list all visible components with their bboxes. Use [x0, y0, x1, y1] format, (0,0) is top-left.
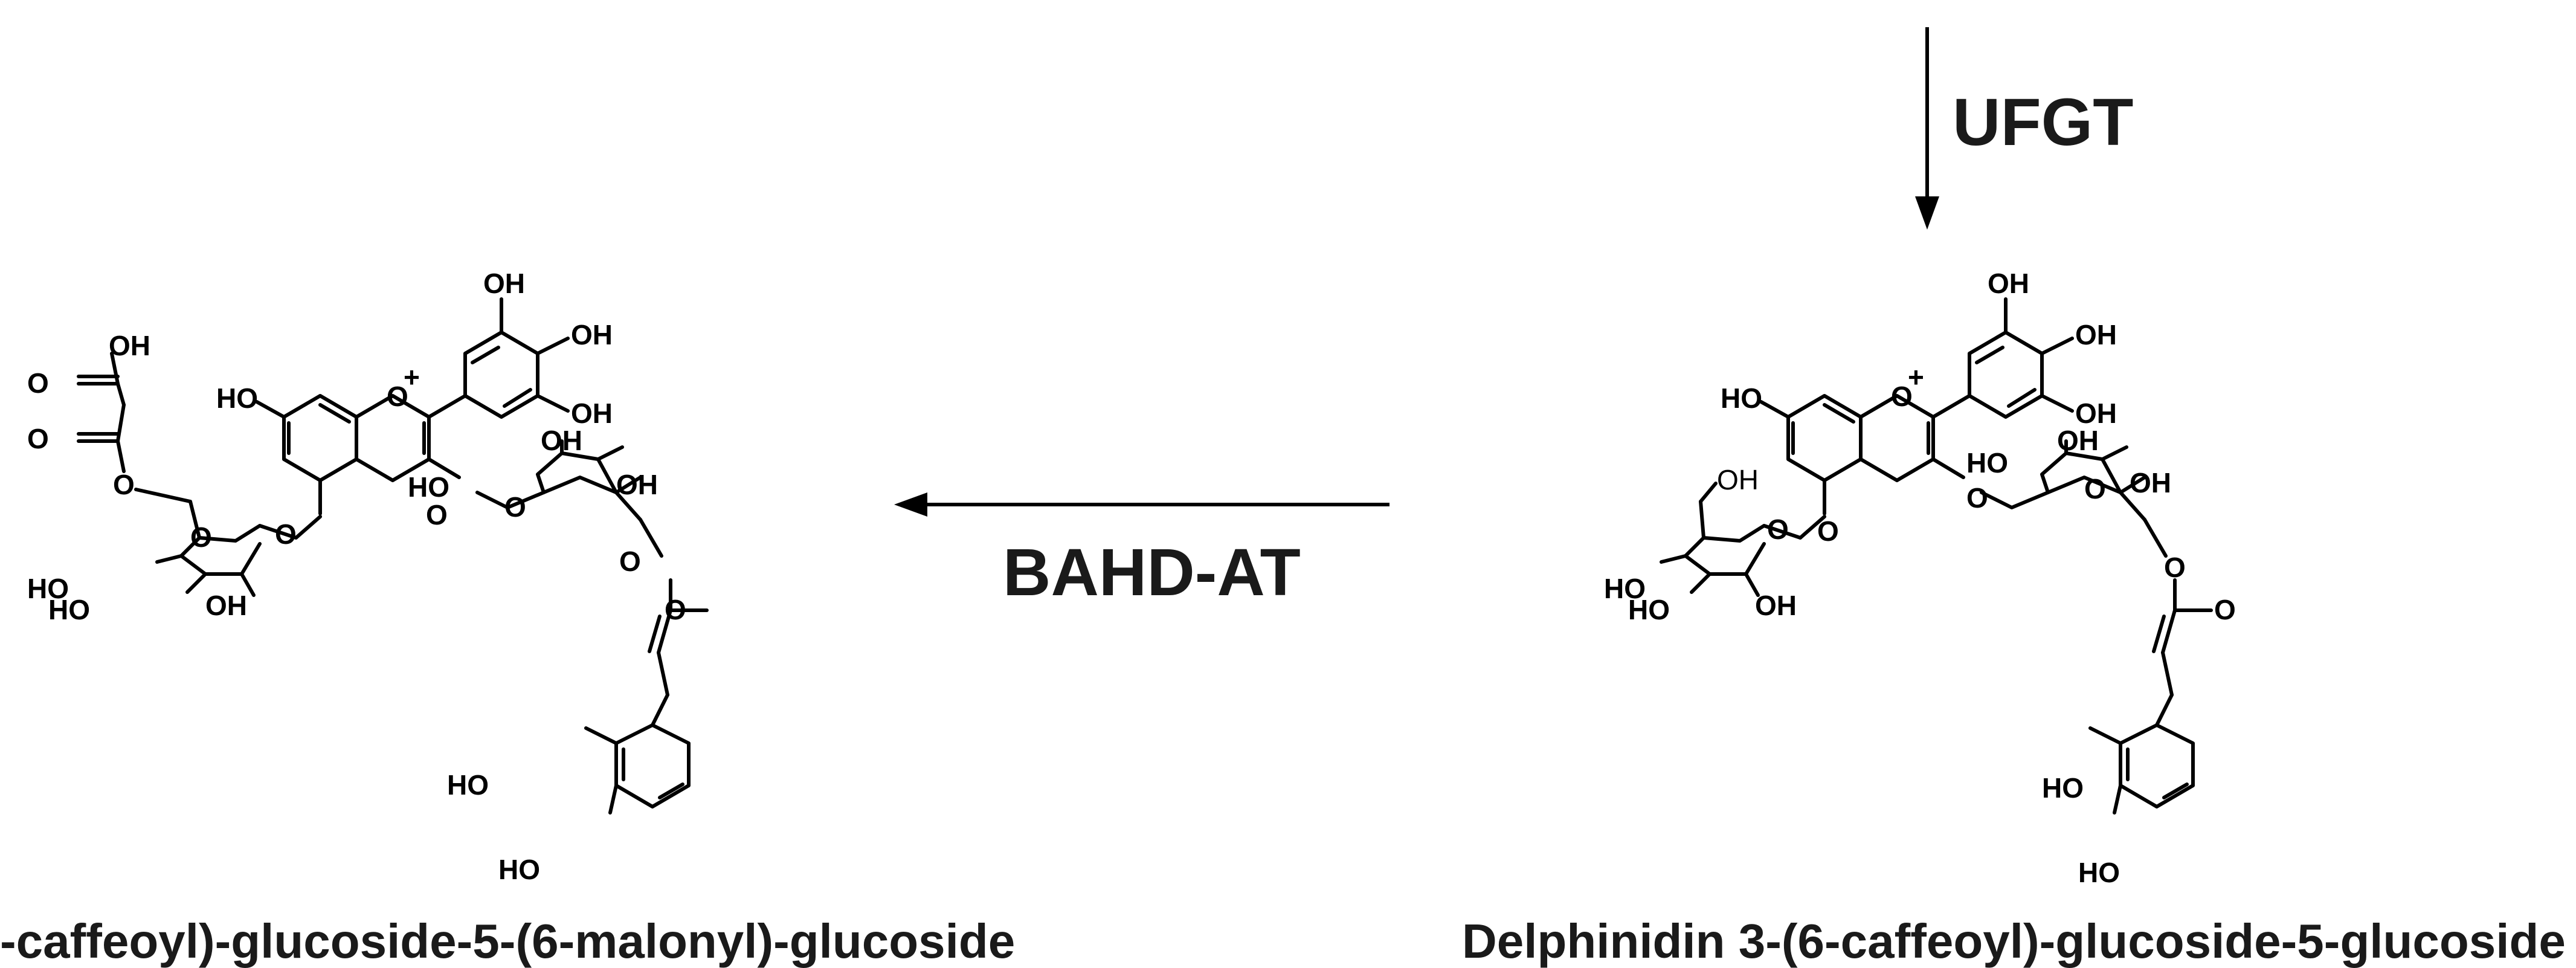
atom-label-ho: HO — [27, 573, 69, 604]
atom-label-ho: HO — [48, 594, 90, 625]
molecule-left-delphinidin-malonyl-glucoside: HO O + OH OH OH HO O O OH OH O O HO HO O… — [27, 268, 709, 885]
atom-label-oh: OH — [2130, 467, 2171, 499]
atom-label-oh: OH — [1717, 464, 1759, 495]
compound-name-right: Delphinidin 3-(6-caffeoyl)-glucoside-5-g… — [1462, 914, 2566, 968]
atom-label-oh: OH — [2057, 425, 2099, 456]
atom-label-ho: HO — [216, 382, 258, 414]
atom-label-positive-charge: + — [1908, 361, 1924, 393]
atom-label-oh: OH — [205, 590, 247, 621]
atom-label-oxygen: O — [2164, 552, 2186, 583]
atom-label-oh: OH — [571, 398, 613, 429]
atom-label-oxygen: O — [275, 518, 297, 550]
atom-label-ho: HO — [2078, 857, 2120, 888]
atom-label-oh: OH — [616, 469, 658, 500]
atom-label-ho: HO — [1604, 573, 1646, 604]
atom-label-oxygen: O — [190, 521, 212, 553]
atom-label-oxygen: O — [27, 423, 49, 454]
atom-label-oxygen: O — [619, 546, 641, 577]
atom-label-oxygen: O — [2084, 473, 2106, 505]
atom-label-ho: HO — [1966, 447, 2008, 479]
atom-label-oh: OH — [2075, 398, 2117, 429]
compound-name-left: -caffeoyl)-glucoside-5-(6-malonyl)-gluco… — [0, 914, 1015, 968]
atom-label-oh: OH — [2075, 319, 2117, 350]
atom-label-oh: OH — [571, 319, 613, 350]
atom-label-oxygen: O — [113, 469, 135, 500]
atom-label-ho: HO — [1628, 594, 1670, 625]
atom-label-ring-oxygen: O — [1891, 381, 1913, 412]
atom-label-oh: OH — [541, 425, 582, 456]
atom-label-ring-oxygen: O — [387, 381, 408, 412]
atom-label-oxygen: O — [1966, 482, 1988, 514]
atom-label-ho: HO — [447, 769, 489, 801]
atom-label-oxygen: O — [1817, 515, 1839, 547]
atom-label-oh: OH — [483, 268, 525, 299]
atom-label-oxygen: O — [665, 594, 686, 625]
atom-label-oxygen: O — [504, 491, 526, 523]
atom-label-ho: HO — [498, 854, 540, 885]
atom-label-oh: OH — [1755, 590, 1797, 621]
atom-label-oxygen: O — [27, 367, 49, 399]
atom-label-ho: HO — [408, 471, 449, 503]
atom-label-oh: OH — [109, 330, 150, 361]
atom-label-oxygen: O — [2214, 594, 2236, 625]
enzyme-label-ufgt: UFGT — [1953, 85, 2133, 160]
atom-label-oh: OH — [1988, 268, 2029, 299]
ufgt-reaction-arrow — [1915, 27, 1939, 230]
molecule-right-delphinidin-diglucoside: HO O + OH OH OH HO O O OH OH O O HO HO O… — [1604, 268, 2236, 888]
atom-label-oxygen: O — [426, 499, 448, 531]
atom-label-oxygen: O — [1767, 514, 1789, 545]
atom-label-ho: HO — [2042, 772, 2084, 804]
bahd-at-reaction-arrow — [894, 492, 1389, 517]
enzyme-label-bahd-at: BAHD-AT — [1003, 535, 1301, 610]
atom-label-positive-charge: + — [404, 361, 420, 393]
atom-label-ho: HO — [1721, 382, 1762, 414]
